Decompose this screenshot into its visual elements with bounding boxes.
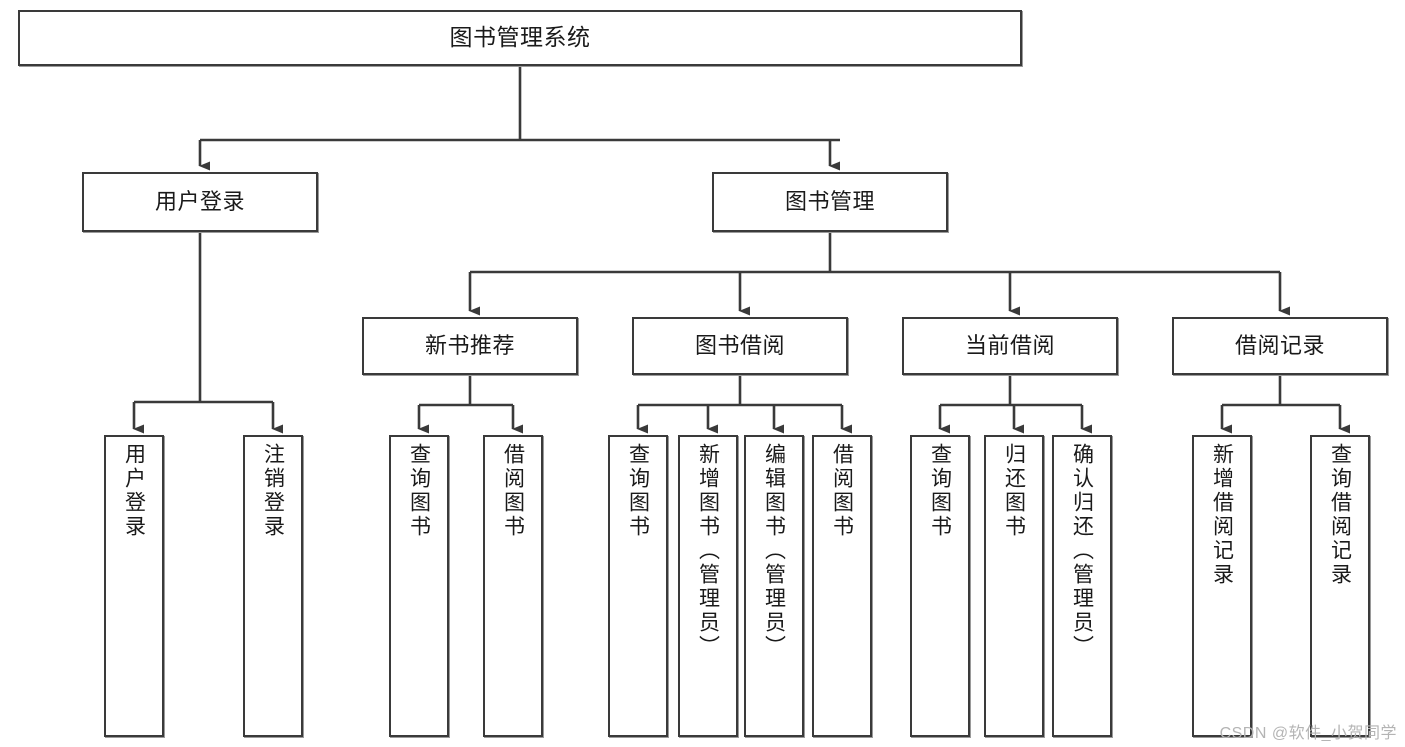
node-leaf-return-book-label: 归还图书 [1002, 443, 1026, 539]
node-leaf-query-book-borrow[interactable]: 查询图书 [608, 435, 668, 737]
node-user-login-label: 用户登录 [154, 189, 245, 215]
node-current-borrow-label: 当前借阅 [964, 333, 1055, 359]
node-leaf-query-book-rec[interactable]: 查询图书 [389, 435, 449, 737]
node-leaf-query-book-rec-label: 查询图书 [407, 443, 431, 539]
node-leaf-logout-login-label: 注销登录 [261, 443, 285, 539]
node-leaf-query-book-current-label: 查询图书 [928, 443, 952, 539]
node-leaf-user-login-label: 用户登录 [122, 443, 146, 539]
node-leaf-user-login[interactable]: 用户登录 [104, 435, 164, 737]
node-new-book-recommend[interactable]: 新书推荐 [362, 317, 578, 375]
node-leaf-edit-book-admin[interactable]: 编辑图书（管理员） [744, 435, 804, 737]
node-leaf-return-book[interactable]: 归还图书 [984, 435, 1044, 737]
node-book-manage[interactable]: 图书管理 [712, 172, 948, 232]
node-leaf-query-borrow-record[interactable]: 查询借阅记录 [1310, 435, 1370, 737]
node-leaf-logout-login[interactable]: 注销登录 [243, 435, 303, 737]
node-leaf-edit-book-admin-label: 编辑图书（管理员） [762, 443, 786, 659]
node-leaf-add-book-admin[interactable]: 新增图书（管理员） [678, 435, 738, 737]
node-leaf-add-book-admin-label: 新增图书（管理员） [696, 443, 720, 659]
node-leaf-query-book-current[interactable]: 查询图书 [910, 435, 970, 737]
node-book-borrow-label: 图书借阅 [694, 333, 785, 359]
node-book-manage-label: 图书管理 [784, 189, 875, 215]
node-leaf-confirm-return-admin-label: 确认归还（管理员） [1070, 443, 1094, 659]
node-book-borrow[interactable]: 图书借阅 [632, 317, 848, 375]
node-leaf-query-book-borrow-label: 查询图书 [626, 443, 650, 539]
node-leaf-query-borrow-record-label: 查询借阅记录 [1328, 443, 1352, 587]
node-leaf-borrow-book[interactable]: 借阅图书 [812, 435, 872, 737]
node-new-book-recommend-label: 新书推荐 [424, 333, 515, 359]
node-leaf-borrow-book-rec-label: 借阅图书 [501, 443, 525, 539]
node-user-login[interactable]: 用户登录 [82, 172, 318, 232]
node-root[interactable]: 图书管理系统 [18, 10, 1022, 66]
csdn-watermark: CSDN @软件_小贺同学 [1219, 725, 1397, 742]
node-current-borrow[interactable]: 当前借阅 [902, 317, 1118, 375]
node-root-label: 图书管理系统 [449, 24, 591, 51]
node-borrow-record[interactable]: 借阅记录 [1172, 317, 1388, 375]
node-borrow-record-label: 借阅记录 [1234, 333, 1325, 359]
node-leaf-borrow-book-rec[interactable]: 借阅图书 [483, 435, 543, 737]
node-leaf-confirm-return-admin[interactable]: 确认归还（管理员） [1052, 435, 1112, 737]
node-leaf-add-borrow-record[interactable]: 新增借阅记录 [1192, 435, 1252, 737]
node-leaf-add-borrow-record-label: 新增借阅记录 [1210, 443, 1234, 587]
node-leaf-borrow-book-label: 借阅图书 [830, 443, 854, 539]
